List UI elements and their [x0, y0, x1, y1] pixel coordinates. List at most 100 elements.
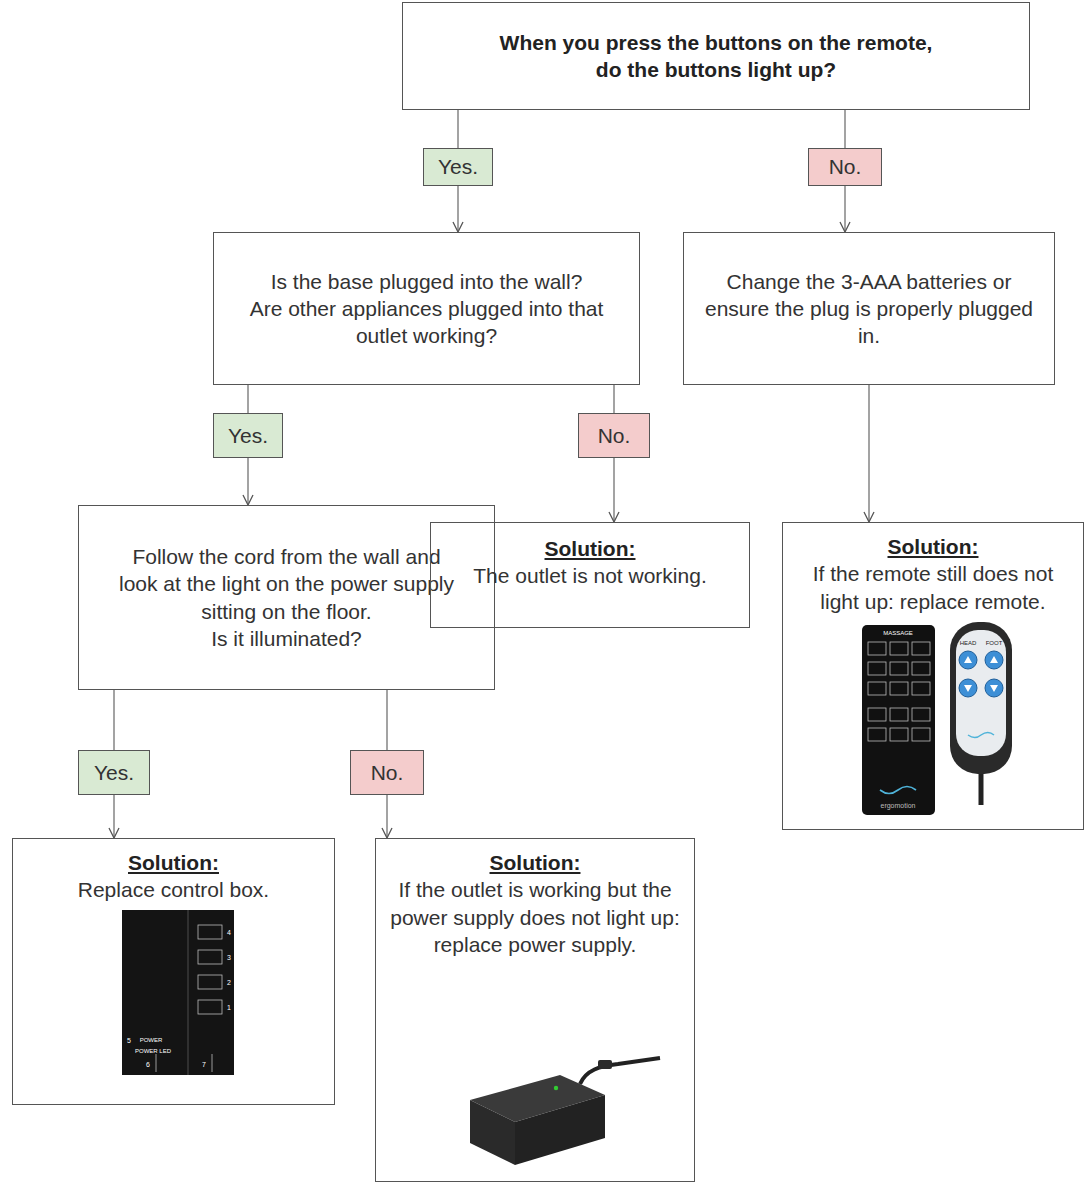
tick-marks: [156, 1054, 212, 1072]
no-answer-box: No.: [350, 750, 424, 795]
illustration-label: 5: [127, 1037, 131, 1044]
illustration-label: MASSAGE: [883, 630, 913, 636]
illustration-label: 2: [227, 979, 231, 986]
connector-line: [386, 690, 387, 750]
remote-button: [890, 728, 908, 741]
remote-button: [868, 728, 886, 741]
connector-line: [247, 385, 248, 413]
illustration-label: 6: [146, 1061, 150, 1068]
connector-arrow: [386, 795, 387, 838]
control-box-illustration: [122, 910, 234, 1075]
remote-cord: [979, 772, 984, 805]
solution-heading: Solution:: [888, 533, 979, 560]
node-text: Is it illuminated?: [211, 625, 362, 652]
port-outline: [198, 925, 222, 939]
no-answer-box: No.: [578, 413, 650, 458]
solution-box: Solution:If the remote still does not li…: [782, 522, 1084, 830]
remote-button: [890, 682, 908, 695]
power-supply-illustration: [470, 1058, 660, 1165]
ferrite-bead: [598, 1060, 612, 1069]
remote-button: [868, 708, 886, 721]
solution-box: Solution:If the outlet is working but th…: [375, 838, 695, 1182]
button-arrows: [964, 656, 998, 692]
solution-heading: Solution:: [545, 535, 636, 562]
logo-wave: [880, 787, 916, 794]
power-led: [554, 1086, 558, 1090]
node-text: Yes.: [94, 759, 134, 786]
illustration-label: 7: [202, 1061, 206, 1068]
node-text: If the outlet is working but the power s…: [388, 876, 682, 958]
yes-answer-box: Yes.: [78, 750, 150, 795]
node-text: Replace control box.: [78, 876, 269, 903]
remote-button: [912, 682, 930, 695]
control-box-body: [122, 910, 234, 1075]
node-text: No.: [371, 759, 404, 786]
remote-button: [890, 708, 908, 721]
connector-arrow: [613, 458, 614, 522]
connector-line: [457, 110, 458, 148]
power-supply-front: [470, 1100, 515, 1165]
remote-button: [868, 642, 886, 655]
power-cord: [580, 1058, 660, 1084]
illustration-label: POWER: [140, 1037, 163, 1043]
illustration-label: 4: [227, 929, 231, 936]
node-text: No.: [829, 153, 862, 180]
remote-button: [890, 662, 908, 675]
yes-answer-box: Yes.: [213, 413, 283, 458]
question-box: Is the base plugged into the wall?Are ot…: [213, 232, 640, 385]
power-supply-side: [515, 1095, 605, 1165]
connector-line: [113, 690, 114, 750]
node-text: If the remote still does not light up: r…: [793, 560, 1073, 615]
hand-remote-face: [956, 630, 1006, 756]
start-question-box: When you press the buttons on the remote…: [402, 2, 1030, 110]
connector-line: [844, 110, 845, 148]
remote-button: [912, 642, 930, 655]
node-text: Yes.: [228, 422, 268, 449]
remote-button: [912, 708, 930, 721]
remote-button: [890, 642, 908, 655]
connector-arrow: [457, 186, 458, 232]
question-box: Follow the cord from the wall and look a…: [78, 505, 495, 690]
remote-button: [868, 662, 886, 675]
yes-answer-box: Yes.: [423, 148, 493, 186]
node-text: Follow the cord from the wall and look a…: [115, 543, 458, 625]
port-outline: [198, 950, 222, 964]
port-outline: [198, 1000, 222, 1014]
panel-divider: [187, 910, 189, 1075]
illustration-label: FOOT: [986, 640, 1003, 646]
remote-button: [868, 682, 886, 695]
illustration-label: HEAD: [960, 640, 977, 646]
illustration-label: ergomotion: [880, 802, 915, 809]
connector-arrow: [868, 385, 869, 522]
no-answer-box: No.: [808, 148, 882, 186]
question-box: Change the 3-AAA batteries or ensure the…: [683, 232, 1055, 385]
illustration-label: 1: [227, 1004, 231, 1011]
solution-box: Solution:The outlet is not working.: [430, 522, 750, 628]
node-text: Yes.: [438, 153, 478, 180]
hand-remote-illustration: [950, 622, 1012, 805]
solution-heading: Solution:: [490, 849, 581, 876]
solution-heading: Solution:: [128, 849, 219, 876]
connector-arrow: [113, 795, 114, 838]
port-outline: [198, 975, 222, 989]
illustration-label: 3: [227, 954, 231, 961]
connector-arrow: [844, 186, 845, 232]
node-text: When you press the buttons on the remote…: [493, 29, 939, 84]
remote-illustration: [862, 625, 935, 815]
node-text: No.: [598, 422, 631, 449]
node-text: Change the 3-AAA batteries or ensure the…: [700, 268, 1038, 350]
illustration-label: POWER LED: [135, 1048, 171, 1054]
remote-button: [912, 728, 930, 741]
logo-wave: [968, 733, 994, 738]
node-text: Is the base plugged into the wall?: [271, 268, 583, 295]
connector-line: [613, 385, 614, 413]
hand-remote-body: [950, 622, 1012, 774]
node-text: The outlet is not working.: [473, 562, 706, 589]
connector-arrow: [247, 458, 248, 505]
remote-button: [912, 662, 930, 675]
solution-box: Solution:Replace control box.: [12, 838, 335, 1105]
node-text: Are other appliances plugged into that o…: [228, 295, 625, 350]
